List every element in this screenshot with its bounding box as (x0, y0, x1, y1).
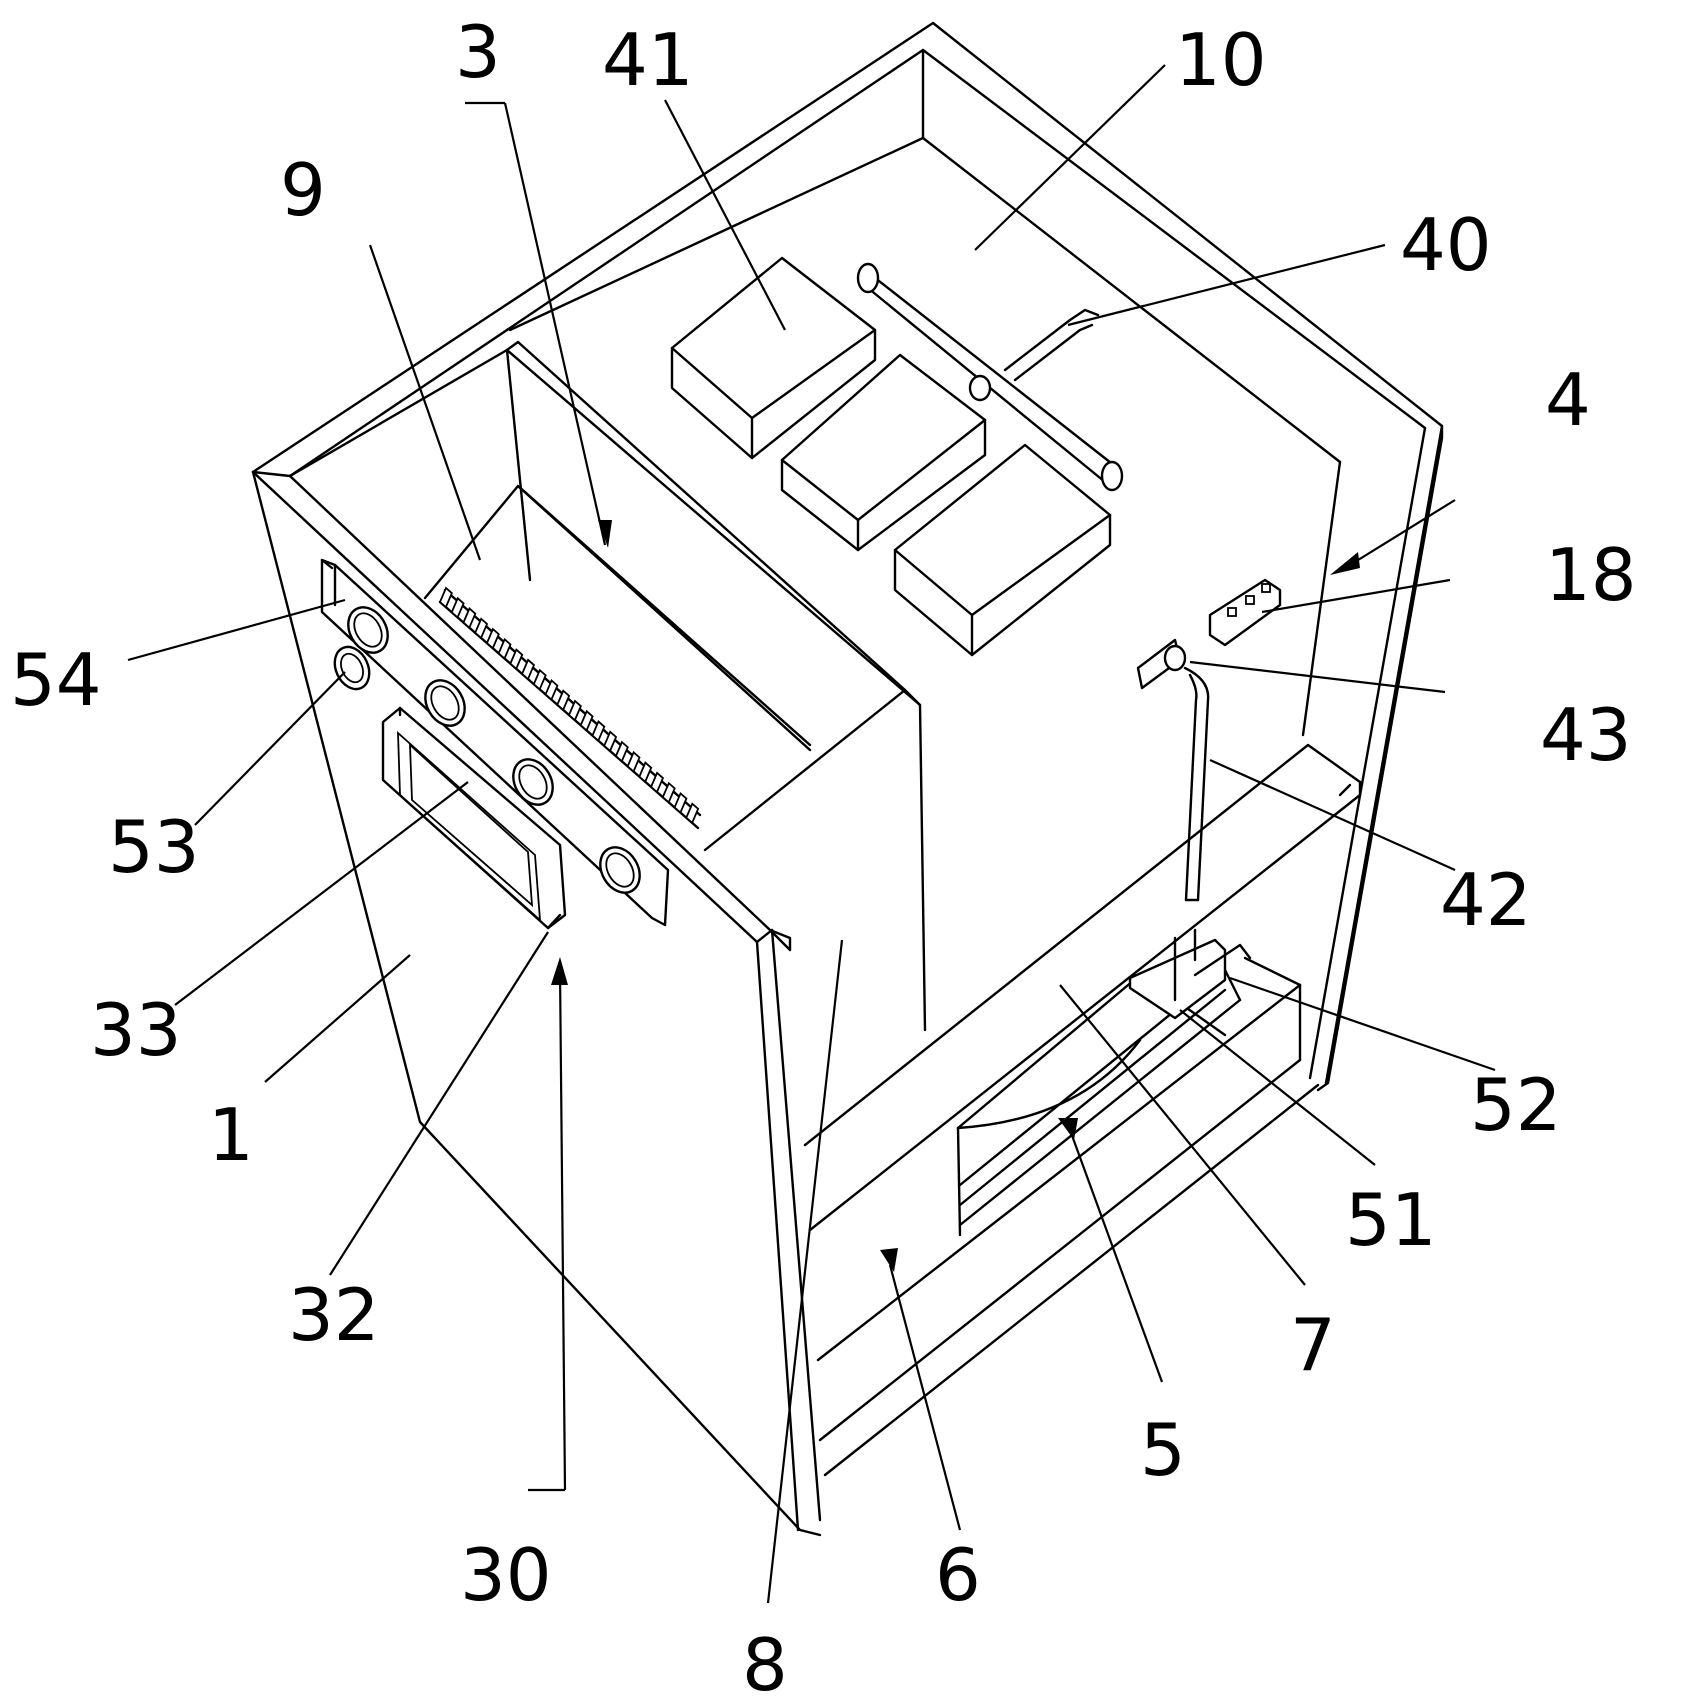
knob-2 (424, 679, 466, 727)
filter-tooth (603, 730, 618, 753)
label-9: 9 (280, 148, 326, 232)
leader-lines (127, 64, 1496, 1604)
filter-tooth (685, 802, 700, 825)
filter-tooth (532, 668, 547, 691)
label-41: 41 (602, 18, 694, 102)
label-32: 32 (288, 1273, 380, 1357)
filter-tooth (462, 607, 477, 630)
filter-teeth (438, 586, 700, 825)
filter-tooth (626, 750, 641, 773)
label-3: 3 (455, 10, 501, 94)
label-1: 1 (208, 1093, 254, 1177)
label-18: 18 (1545, 533, 1637, 617)
filter-tooth (650, 771, 665, 794)
filter-tooth (544, 678, 559, 702)
side-knob (333, 645, 371, 691)
filter-tooth (591, 720, 606, 743)
label-8: 8 (742, 1623, 788, 1701)
label-5: 5 (1140, 1408, 1186, 1492)
right-wall-fittings (1136, 578, 1282, 902)
drawer-unit (956, 928, 1252, 1237)
label-10: 10 (1175, 18, 1267, 102)
filter-tooth (497, 637, 512, 660)
knob-3 (512, 758, 554, 806)
label-7: 7 (1290, 1303, 1336, 1387)
label-51: 51 (1345, 1178, 1437, 1262)
filter-tooth (638, 761, 653, 784)
filter-tooth (521, 658, 536, 681)
label-53: 53 (108, 805, 200, 889)
display-window (381, 706, 567, 930)
filter-tooth (614, 740, 629, 763)
front-divider-panel (288, 340, 927, 1032)
control-panel (320, 558, 670, 927)
label-40: 40 (1400, 203, 1492, 287)
label-43: 43 (1540, 693, 1632, 777)
filter-tooth (474, 617, 489, 640)
filter-tooth (450, 596, 465, 619)
filter-tooth (556, 689, 571, 712)
filter-tooth (438, 586, 453, 609)
label-33: 33 (90, 988, 182, 1072)
label-52: 52 (1470, 1063, 1562, 1147)
filter-tooth (567, 699, 582, 722)
cabinet-frame (251, 21, 1444, 1092)
filter-tooth (485, 627, 500, 650)
left-side-panel (251, 470, 822, 1537)
shelf-tray (803, 743, 1362, 1477)
filter-tooth (673, 791, 688, 815)
label-42: 42 (1440, 858, 1532, 942)
reference-labels: 3 41 10 9 40 4 18 54 43 53 42 33 1 52 51… (10, 10, 1637, 1701)
top-boxes (670, 256, 1112, 657)
filter-tooth (509, 648, 524, 671)
top-pipe (856, 262, 1124, 492)
filter-tooth (661, 781, 676, 804)
label-4: 4 (1545, 358, 1591, 442)
knob-1 (347, 606, 389, 654)
label-30: 30 (460, 1533, 552, 1617)
label-54: 54 (10, 638, 102, 722)
label-6: 6 (935, 1533, 981, 1617)
knob-4 (599, 846, 641, 894)
filter-tooth (579, 709, 594, 732)
